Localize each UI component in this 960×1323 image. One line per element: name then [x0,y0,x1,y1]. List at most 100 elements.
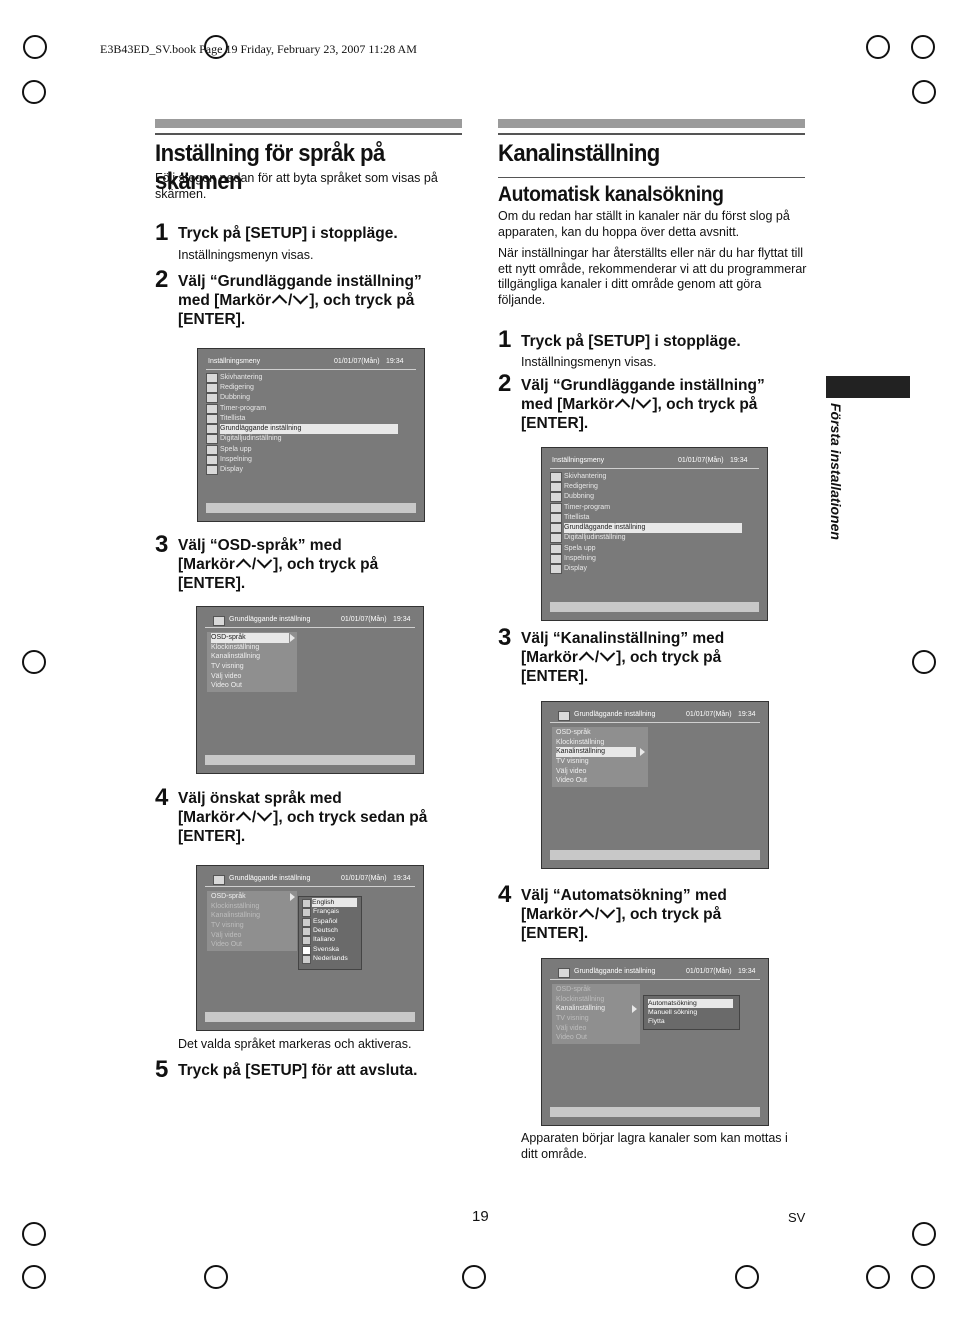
submenu-item: Kanalinställning [211,653,261,660]
step-line: Välj “Grundläggande inställning” [521,377,765,394]
step-number: 4 [498,881,512,908]
submenu-item: Video Out [556,777,588,784]
cursor-down-icon [636,392,652,409]
menu-item: Digitalljudinställning [564,534,626,541]
screen-date: 01/01/07(Mån) [341,616,387,623]
divider [205,886,415,887]
arrow-right-icon [290,634,295,642]
cursor-down-icon [599,645,616,662]
section-rule [498,133,805,135]
divider [206,369,416,370]
language-code: SV [788,1210,806,1225]
menu-icon [550,492,562,502]
screen-bottom-bar [550,602,759,612]
channel-option: Flytta [648,1018,665,1025]
step-line: Välj “OSD-språk” med [178,537,342,554]
language-option: Español [313,918,338,925]
step-line: Välj “Grundläggande inställning” [178,273,422,290]
step-fragment: ], och tryck på [652,396,758,413]
submenu-panel: OSD-språk Klockinställning Kanalinställn… [552,984,640,1044]
submenu-item: OSD-språk [211,893,246,900]
step-fragment: ], och tryck på [273,556,379,573]
submenu-item: Klockinställning [556,996,605,1003]
menu-item: Redigering [220,384,254,391]
menu-item: Inspelning [220,456,252,463]
step-sub: Inställningsmenyn visas. [178,248,314,262]
submenu-item: Video Out [211,682,243,689]
crop-mark-icon [204,1265,228,1289]
crop-mark-icon [912,80,936,104]
setup-menu-screen: Inställningsmeny 01/01/07(Mån) 19:34 Ski… [197,348,425,522]
right-para-1: Om du redan har ställt in kanaler när du… [498,209,790,239]
screen-title: Inställningsmeny [208,358,261,365]
screen-title: Grundläggande inställning [229,616,311,623]
step-fragment: [Markör [178,809,235,826]
step-text: Tryck på [SETUP] i stoppläge. [521,333,741,350]
divider [550,979,760,980]
menu-icon [550,544,562,554]
cursor-down-icon [256,805,273,822]
step-text: Välj “Grundläggande inställning” med [Ma… [521,376,811,433]
submenu-item: Kanalinställning [556,1005,606,1012]
step-line: Välj “Kanalinställning” med [521,630,725,647]
section-rule [498,119,805,128]
crop-mark-icon [23,35,47,59]
step-line: Välj önskat språk med [178,790,342,807]
basic-settings-screen: Grundläggande inställning 01/01/07(Mån) … [196,606,424,774]
step-fragment: ], och tryck på [309,292,415,309]
screen-date: 01/01/07(Mån) [334,358,380,365]
menu-icon [206,414,218,424]
submenu-panel: OSD-språk Klockinställning Kanalinställn… [552,727,648,787]
channel-option-panel: Automatsökning Manuell sökning Flytta [643,995,740,1030]
menu-item: Timer-program [564,504,611,511]
menu-item: Timer-program [220,405,267,412]
submenu-item: Välj video [556,768,587,775]
menu-icon [558,711,570,721]
step-line: [ENTER]. [178,828,246,845]
step-number: 4 [155,784,169,811]
menu-icon [213,875,225,885]
submenu-item: TV visning [556,758,589,765]
menu-item: Skivhantering [220,374,263,381]
menu-item: Titellista [220,415,246,422]
step-number: 3 [155,531,169,558]
step-fragment: / [594,906,600,923]
menu-item: Spela upp [564,545,596,552]
language-option: Svenska [313,946,340,953]
setup-menu-screen: Inställningsmeny 01/01/07(Mån) 19:34 Ski… [541,447,768,621]
step-number: 2 [155,266,169,293]
step-text: Välj önskat språk med [Markör/], och try… [178,789,468,846]
step-text: Välj “Automatsökning” med [Markör/], och… [521,886,811,943]
section-rule [498,177,805,178]
left-intro: Följ stegen nedan för att byta språket s… [155,171,438,201]
step-fragment: med [Markör [178,292,272,309]
step-text: Tryck på [SETUP] i stoppläge. [178,225,398,242]
page-number: 19 [472,1208,489,1225]
step-line: [Markör/], och tryck sedan på [178,805,468,828]
checkmark-icon [302,946,311,955]
menu-icon [550,564,562,574]
channel-screen: Grundläggande inställning 01/01/07(Mån) … [541,958,769,1126]
screen-bottom-bar [205,1012,415,1022]
step-fragment: / [631,396,636,413]
cursor-down-icon [599,902,616,919]
step-text: Välj “OSD-språk” med [Markör/], och tryc… [178,536,468,593]
menu-item: Spela upp [220,446,252,453]
step-number: 1 [155,219,169,246]
step-fragment: [Markör [178,556,235,573]
submenu-item: Video Out [556,1034,588,1041]
checkbox-icon [302,927,311,936]
screen-time: 19:34 [730,457,748,464]
divider [550,468,759,469]
cursor-down-icon [256,552,273,569]
language-screen: Grundläggande inställning 01/01/07(Mån) … [196,865,424,1031]
crop-mark-icon [22,80,46,104]
crop-mark-icon [912,650,936,674]
screen-date: 01/01/07(Mån) [686,711,732,718]
cursor-up-icon [271,294,288,311]
crop-mark-icon [866,1265,890,1289]
screen-date: 01/01/07(Mån) [678,457,724,464]
menu-icon [558,968,570,978]
right-subtitle: Automatisk kanalsökning [498,183,724,206]
cursor-up-icon [235,811,252,828]
